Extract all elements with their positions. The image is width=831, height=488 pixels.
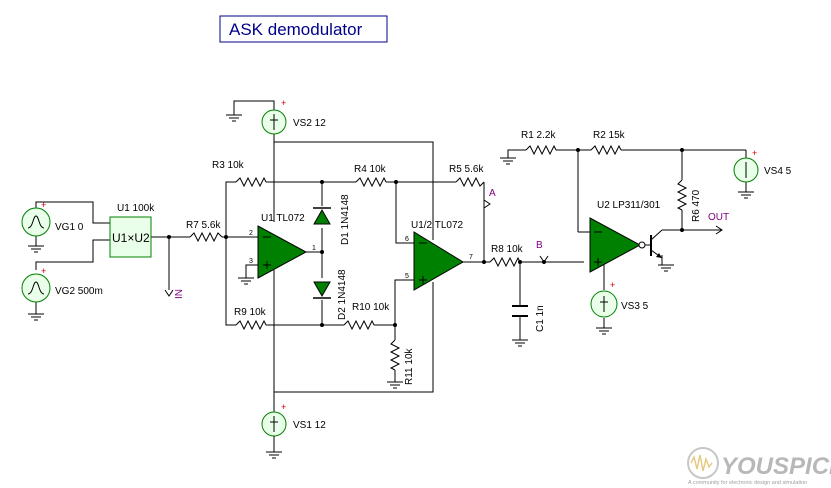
- net-label-in: IN: [164, 289, 185, 299]
- svg-text:2: 2: [249, 230, 253, 237]
- youspice-logo-icon: [687, 447, 719, 479]
- multiplier-symbol: U1×U2: [112, 231, 150, 245]
- resistor-r1[interactable]: R1 2.2k: [521, 130, 556, 156]
- resistor-r11[interactable]: R11 10k: [389, 339, 415, 385]
- svg-text:7: 7: [469, 254, 473, 261]
- resistor-r6[interactable]: R6 470: [676, 179, 702, 222]
- net-label-a: A: [483, 188, 496, 209]
- u1b-label: U1/2 TL072: [411, 220, 464, 231]
- dc-source-vs3[interactable]: + VS3 5: [590, 280, 649, 318]
- comparator-u2[interactable]: U2 LP311/301: [589, 200, 661, 273]
- svg-text:+: +: [41, 266, 46, 276]
- multiplier-label: U1 100k: [117, 203, 155, 214]
- d2-label: D2 1N4148: [337, 269, 348, 320]
- svg-text:YOUSPICE: YOUSPICE: [721, 453, 831, 480]
- svg-text:IN: IN: [174, 289, 185, 299]
- ground-icon: [500, 157, 516, 165]
- c1-label: C1 1n: [535, 305, 546, 332]
- r11-label: R11 10k: [404, 347, 415, 385]
- resistor-r2[interactable]: R2 15k: [590, 130, 626, 156]
- r7-label: R7 5.6k: [186, 220, 221, 231]
- ground-symbols: [28, 114, 754, 459]
- ground-icon: [226, 114, 242, 122]
- vs3-label: VS3 5: [621, 301, 649, 312]
- ground-icon: [28, 313, 44, 321]
- resistor-r5[interactable]: R5 5.6k: [449, 164, 484, 188]
- r9-label: R9 10k: [234, 307, 267, 318]
- multiplier-block[interactable]: U1×U2 U1 100k: [109, 203, 155, 258]
- svg-text:+: +: [281, 98, 286, 108]
- resistor-r9[interactable]: R9 10k: [234, 307, 267, 331]
- capacitor-c1[interactable]: C1 1n: [512, 305, 546, 332]
- ground-icon: [238, 277, 254, 285]
- resistor-r8[interactable]: R8 10k: [489, 244, 524, 268]
- net-label-out: OUT: [708, 212, 729, 235]
- svg-text:5: 5: [405, 273, 409, 280]
- r6-label: R6 470: [691, 189, 702, 222]
- ground-icon: [658, 264, 674, 272]
- r5-label: R5 5.6k: [449, 164, 484, 175]
- resistor-r3[interactable]: R3 10k: [212, 160, 267, 188]
- svg-text:1: 1: [312, 245, 316, 252]
- ground-icon: [512, 339, 528, 347]
- diode-d1[interactable]: D1 1N4148: [313, 194, 351, 245]
- r10-label: R10 10k: [352, 302, 390, 313]
- svg-text:+: +: [41, 200, 46, 210]
- ground-icon: [596, 327, 612, 335]
- junction-dots: [167, 148, 684, 327]
- wires: [35, 100, 747, 412]
- vg2-label: VG2 500m: [55, 286, 103, 297]
- resistor-r4[interactable]: R4 10k: [354, 164, 387, 188]
- opamp-u1[interactable]: 2 3 1 U1 TL072: [249, 213, 316, 279]
- opamp-u1b[interactable]: 6 5 7 U1/2 TL072: [405, 220, 473, 291]
- svg-text:+: +: [281, 402, 286, 412]
- sine-wave-icon: [27, 281, 45, 295]
- vs1-label: VS1 12: [293, 420, 326, 431]
- svg-text:B: B: [536, 240, 543, 251]
- svg-text:6: 6: [405, 236, 409, 243]
- u1-label: U1 TL072: [261, 213, 305, 224]
- ground-icon: [387, 381, 403, 389]
- signal-source-vg1[interactable]: + VG1 0: [21, 200, 84, 237]
- svg-text:+: +: [752, 148, 757, 158]
- net-label-b: B: [536, 240, 549, 263]
- resistor-r10[interactable]: R10 10k: [343, 302, 390, 331]
- u2-label: U2 LP311/301: [597, 200, 661, 211]
- d1-label: D1 1N4148: [340, 194, 351, 245]
- signal-source-vg2[interactable]: + VG2 500m: [21, 266, 103, 303]
- vg1-label: VG1 0: [55, 222, 84, 233]
- sine-wave-icon: [27, 215, 45, 229]
- r3-label: R3 10k: [212, 160, 245, 171]
- dc-source-vs2[interactable]: + VS2 12: [261, 98, 326, 135]
- dc-source-vs4[interactable]: + VS4 5: [733, 148, 792, 183]
- title-box: [219, 15, 388, 43]
- svg-text:A community for electronic des: A community for electronic design and si…: [688, 480, 807, 486]
- svg-text:A: A: [489, 188, 496, 199]
- ground-icon: [266, 451, 282, 459]
- svg-text:3: 3: [249, 258, 253, 265]
- svg-text:+: +: [610, 280, 615, 290]
- svg-text:OUT: OUT: [708, 212, 729, 223]
- vs2-label: VS2 12: [293, 118, 326, 129]
- ground-icon: [28, 245, 44, 253]
- r4-label: R4 10k: [354, 164, 387, 175]
- dc-source-vs1[interactable]: + VS1 12: [261, 402, 326, 452]
- r2-label: R2 15k: [593, 130, 626, 141]
- youspice-watermark: YOUSPICE A community for electronic desi…: [687, 447, 831, 486]
- r1-label: R1 2.2k: [521, 130, 556, 141]
- vs4-label: VS4 5: [764, 166, 792, 177]
- resistor-r7[interactable]: R7 5.6k: [186, 220, 223, 243]
- page-title: ASK demodulator: [229, 20, 363, 39]
- ground-icon: [738, 191, 754, 199]
- r8-label: R8 10k: [491, 244, 524, 255]
- transistor-q1[interactable]: [650, 229, 663, 259]
- diode-d2[interactable]: D2 1N4148: [313, 269, 348, 320]
